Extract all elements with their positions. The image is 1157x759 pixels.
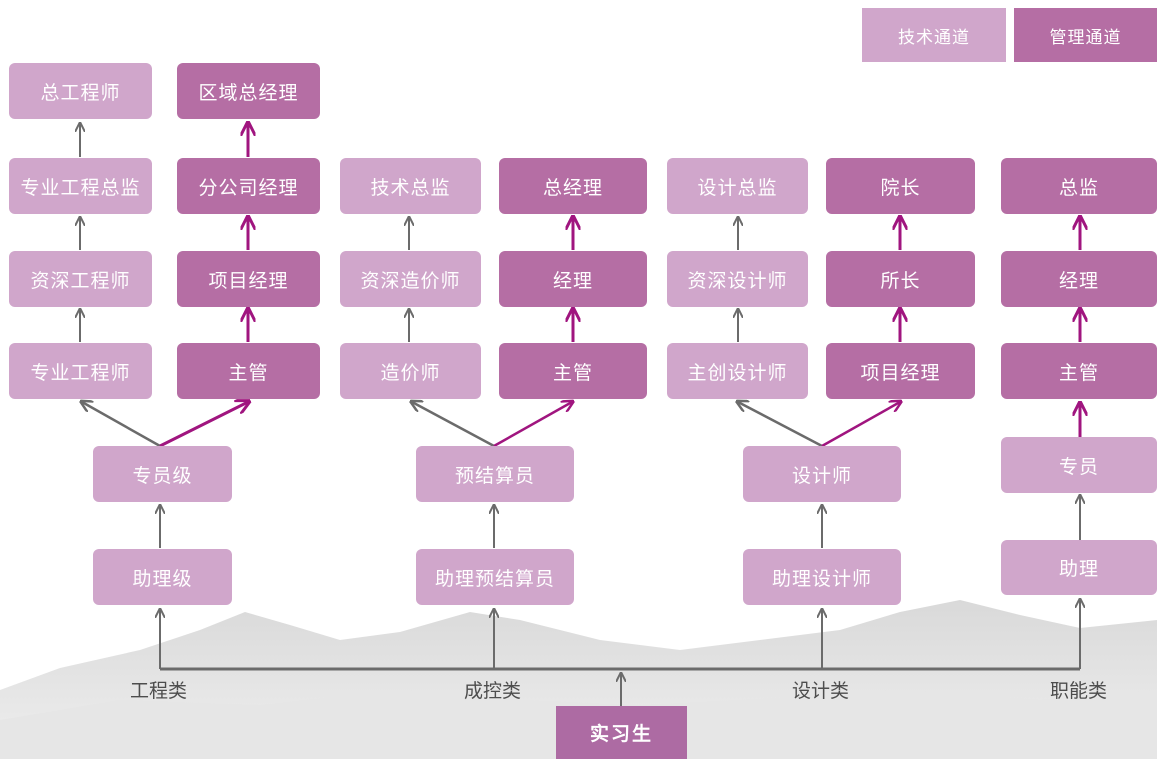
- cost-base-level-2: 预结算员: [416, 446, 574, 502]
- cost-tech-level-1: 造价师: [340, 343, 481, 399]
- func-level-4: 经理: [1001, 251, 1157, 307]
- func-level-3: 主管: [1001, 343, 1157, 399]
- cost-mgmt-level-2: 经理: [499, 251, 647, 307]
- eng-mgmt-level-1: 主管: [177, 343, 320, 399]
- category-engineering: 工程类: [130, 680, 188, 702]
- design-tech-level-1: 主创设计师: [667, 343, 808, 399]
- eng-base-level-2: 专员级: [93, 446, 232, 502]
- design-tech-level-3: 设计总监: [667, 158, 808, 214]
- category-design: 设计类: [792, 680, 850, 702]
- design-tech-level-2: 资深设计师: [667, 251, 808, 307]
- design-mgmt-level-1: 项目经理: [826, 343, 975, 399]
- eng-base-level-1: 助理级: [93, 549, 232, 605]
- eng-tech-level-2: 资深工程师: [9, 251, 152, 307]
- category-functional: 职能类: [1050, 680, 1108, 702]
- cost-mgmt-level-3: 总经理: [499, 158, 647, 214]
- func-level-5: 总监: [1001, 158, 1157, 214]
- legend-technical: 技术通道: [862, 8, 1006, 62]
- category-cost-control: 成控类: [464, 680, 522, 702]
- design-base-level-1: 助理设计师: [743, 549, 901, 605]
- eng-tech-level-1: 专业工程师: [9, 343, 152, 399]
- eng-tech-level-4: 总工程师: [9, 63, 152, 119]
- func-level-1: 助理: [1001, 540, 1157, 595]
- design-mgmt-level-3: 院长: [826, 158, 975, 214]
- cost-mgmt-level-1: 主管: [499, 343, 647, 399]
- eng-mgmt-level-3: 分公司经理: [177, 158, 320, 214]
- cost-tech-level-2: 资深造价师: [340, 251, 481, 307]
- cost-base-level-1: 助理预结算员: [416, 549, 574, 605]
- func-level-2: 专员: [1001, 437, 1157, 493]
- legend-management: 管理通道: [1014, 8, 1157, 62]
- cost-tech-level-3: 技术总监: [340, 158, 481, 214]
- root-intern: 实习生: [556, 706, 687, 759]
- eng-mgmt-level-2: 项目经理: [177, 251, 320, 307]
- design-mgmt-level-2: 所长: [826, 251, 975, 307]
- design-base-level-2: 设计师: [743, 446, 901, 502]
- eng-tech-level-3: 专业工程总监: [9, 158, 152, 214]
- eng-mgmt-level-4: 区域总经理: [177, 63, 320, 119]
